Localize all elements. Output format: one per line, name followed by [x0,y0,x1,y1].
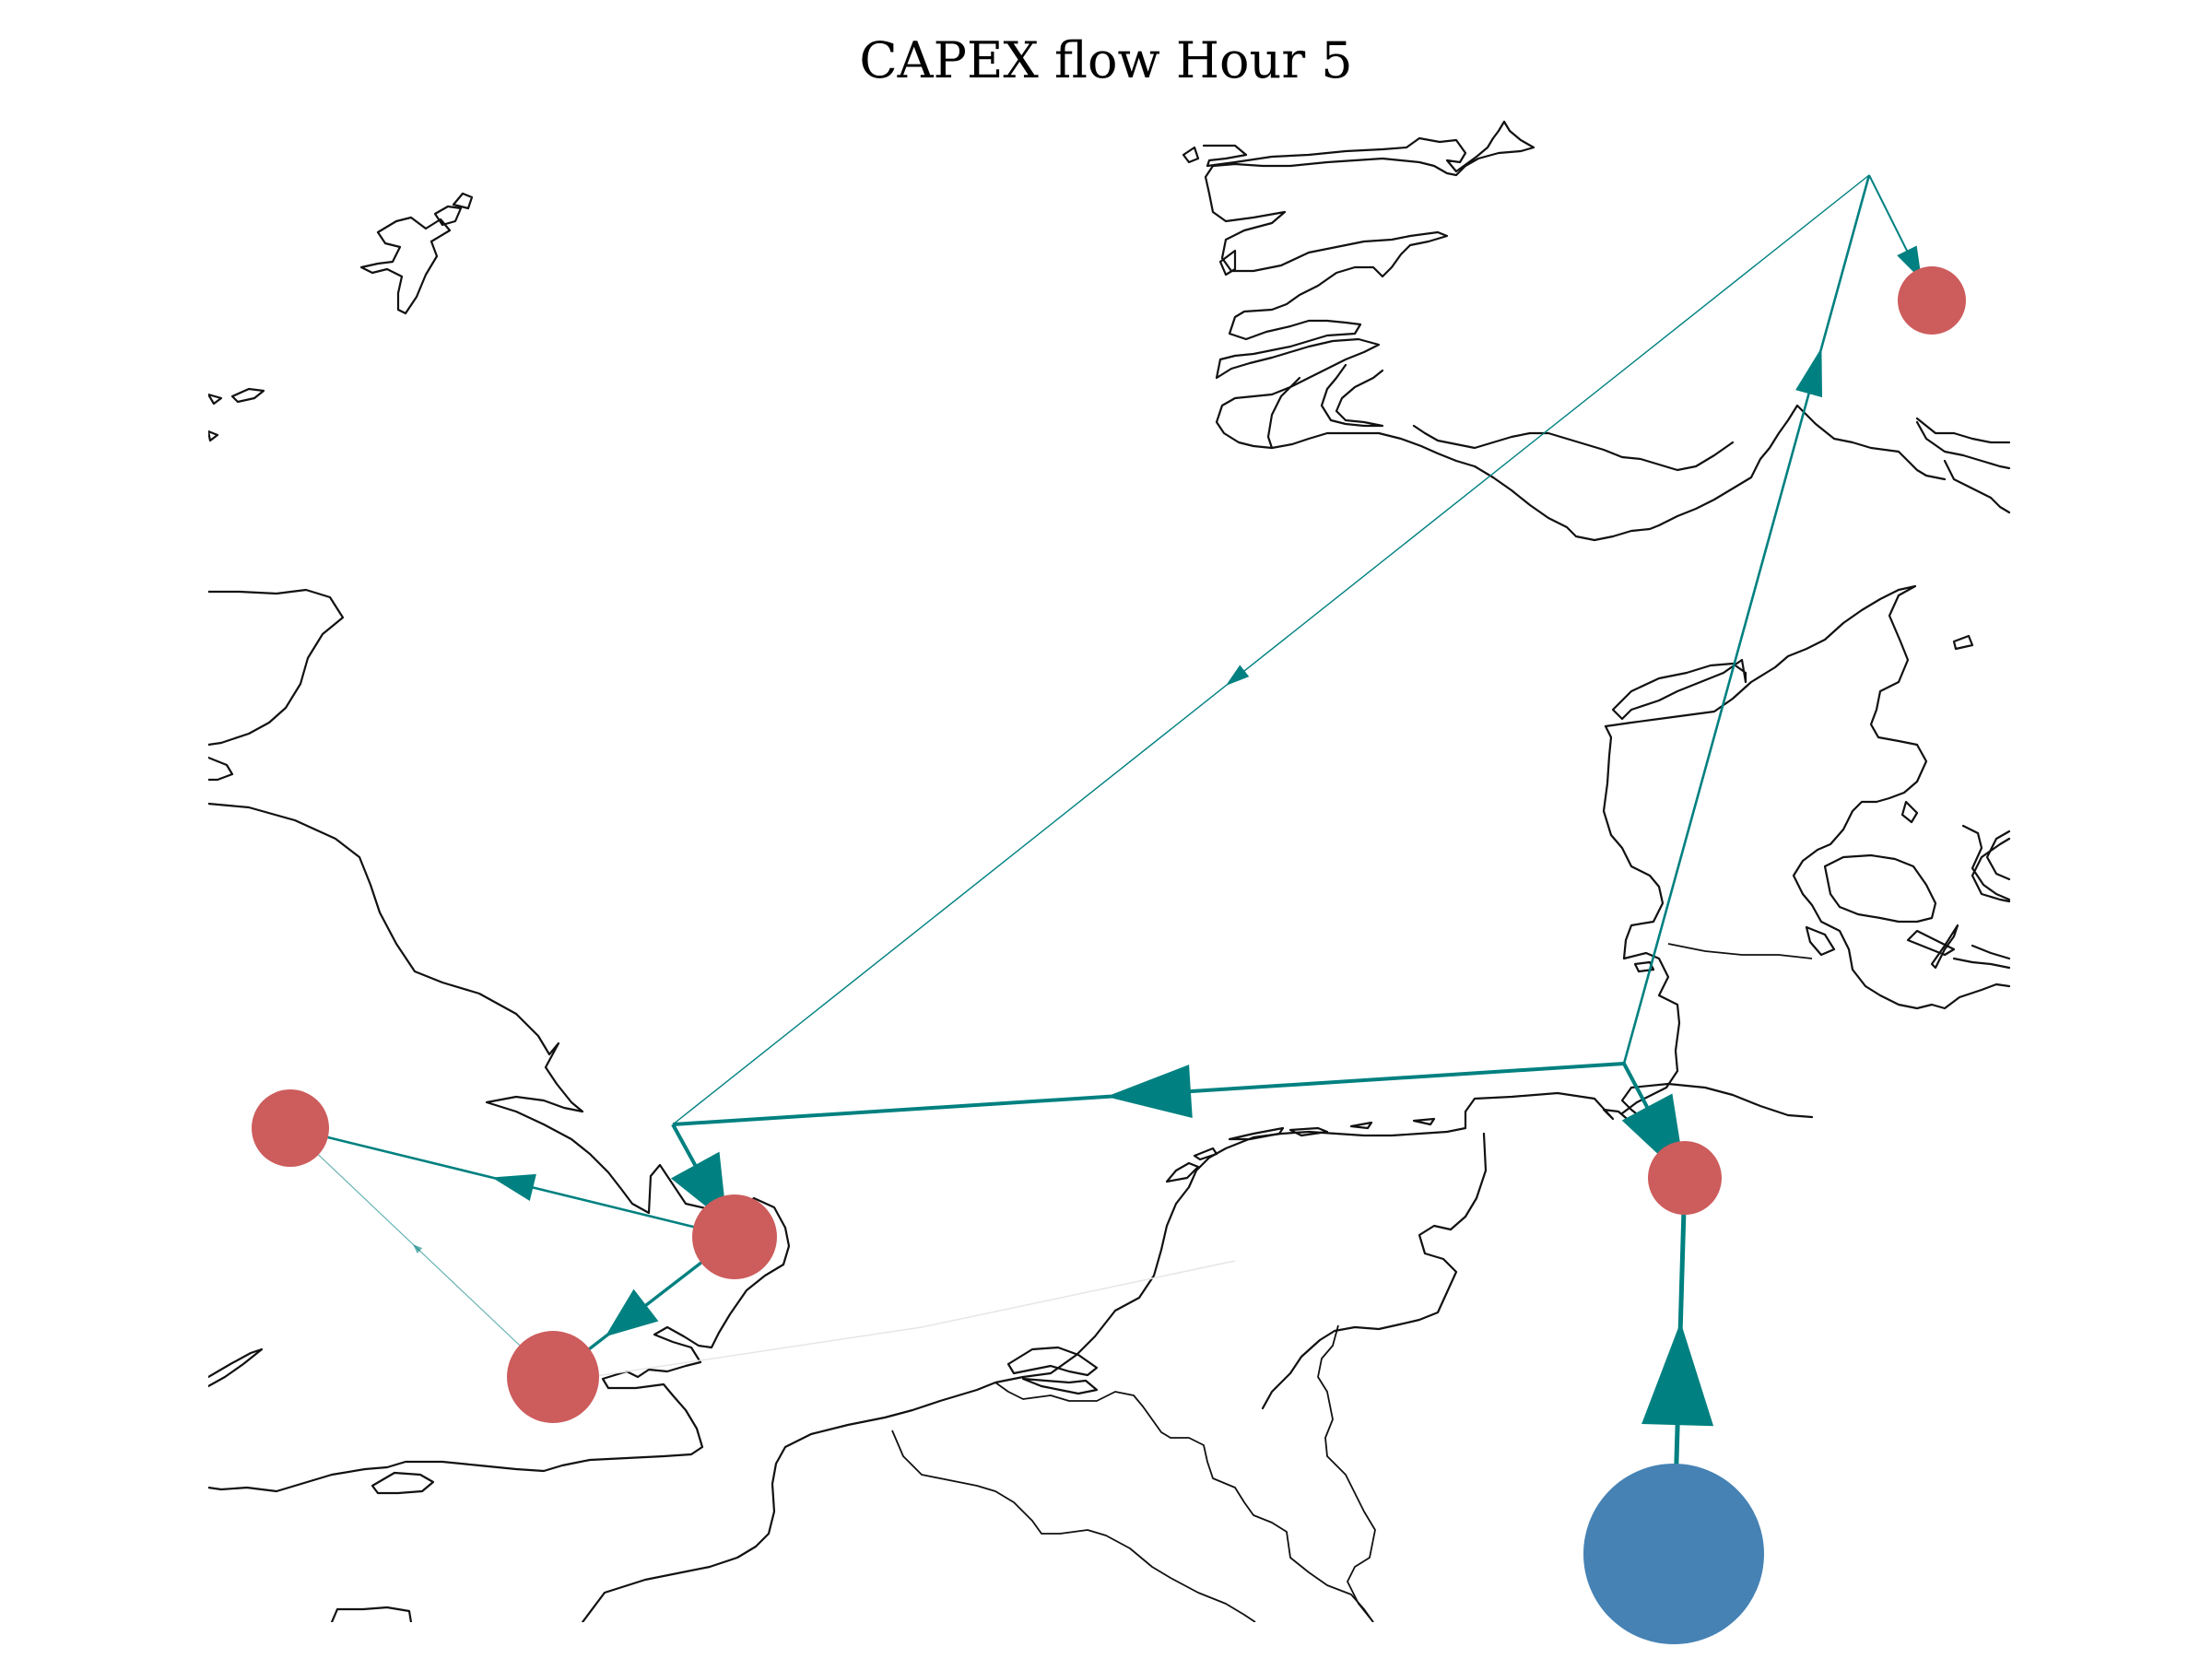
border-belgium [891,1430,1256,1622]
coastline-frisian-islands [1165,1117,1436,1183]
flow-south-to-west-uk-arrow [413,1244,423,1253]
n-east-coast-uk-node [692,1194,777,1279]
coastline-ijsselmeer [1261,1132,1488,1410]
flow-south-to-west-uk-line [289,1127,554,1378]
coastline-isle-of-wight [371,1471,435,1495]
n-germany-coast-node [1648,1141,1722,1215]
flow-east-to-west-uk-arrow [491,1173,536,1202]
coastline-scheldt [1006,1346,1099,1395]
coastline-denmark [1602,584,2011,1115]
n-norway-node [1898,266,1966,335]
coastline-channel-islands [330,1606,413,1622]
n-south-uk-node [507,1331,599,1423]
coastline-norway-fjords [1218,249,1735,472]
flow-germany-inland-to-coast-arrow [1641,1322,1714,1427]
flow-norway-to-uk-arrow [1225,665,1250,686]
n-west-uk-node [252,1089,329,1167]
border-germany-west [1317,1324,1376,1622]
coastline-denmark-small-island [1633,960,1655,973]
coastline-sweden [1915,417,2011,514]
coastline-scotland-east [208,588,345,782]
coastlines [208,120,2011,1622]
coastline-orkney [208,387,265,442]
flow-east-to-south-uk-arrow [605,1288,659,1337]
coastline-england-east [208,802,791,1493]
flow-east-to-north-line [1622,174,1871,1065]
border-germany-denmark [1667,943,1813,959]
flow-east-to-north-arrow [1795,347,1823,398]
flow-norway-to-uk-line [672,174,1870,1125]
coastline-shetland [359,192,474,315]
border-netherlands [994,1382,1374,1622]
coastline-england-inlet [208,1347,264,1388]
nodes [252,266,1966,1644]
coastline-norway [1182,120,1947,542]
faint-shipping-line [589,1260,1236,1378]
coastline-danish-islands [1805,634,2011,970]
flow-east-to-uk-arrow [1106,1065,1193,1119]
n-germany-inland-node [1583,1464,1764,1644]
map-title: CAPEX flow Hour 5 [859,31,1353,89]
coastline-sweden-kattegat [1952,837,2011,970]
